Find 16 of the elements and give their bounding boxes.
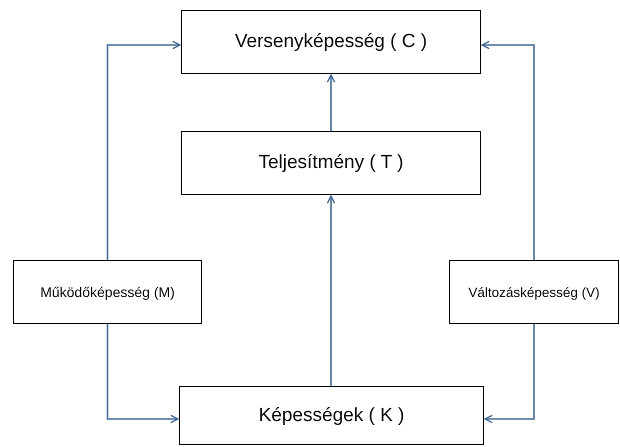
arrow: [106, 324, 179, 424]
box-label: Versenyképesség ( C ): [234, 31, 428, 53]
box-label: Működőképesség (M): [40, 284, 175, 300]
arrow: [106, 40, 181, 260]
arrow: [484, 324, 535, 424]
process-box: [13, 260, 202, 324]
arrow: [481, 40, 535, 260]
process-box: [449, 260, 619, 324]
process-box: [179, 386, 484, 445]
box-label: Képességek ( K ): [258, 404, 404, 426]
box-label: Teljesítmény ( T ): [258, 152, 404, 174]
process-box: [181, 10, 481, 74]
arrow: [326, 195, 336, 386]
arrow: [326, 74, 336, 131]
process-box: [181, 131, 481, 195]
box-label: Változásképesség (V): [468, 284, 600, 300]
